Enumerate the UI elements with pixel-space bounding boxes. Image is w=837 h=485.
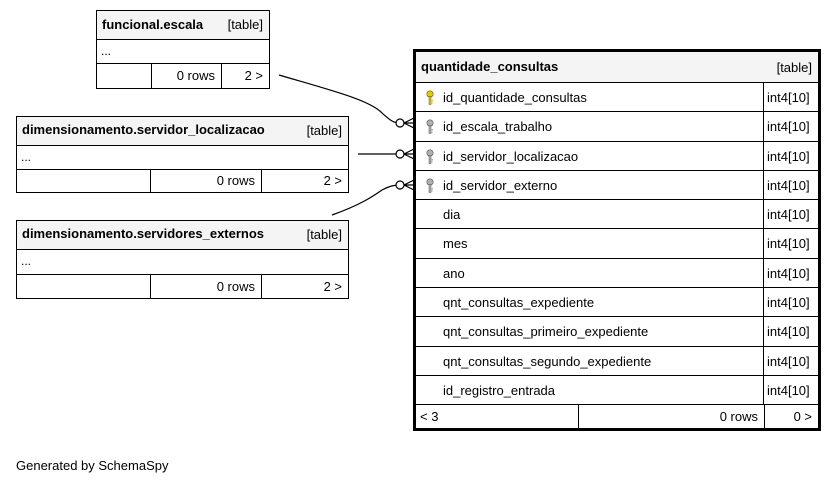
table-footer: 0 rows 2 > <box>97 64 269 88</box>
column-name: id_servidor_localizacao <box>443 148 579 164</box>
parents-link[interactable]: < 3 <box>420 409 439 425</box>
row-count: 0 rows <box>151 64 221 88</box>
column-type: int4[10] <box>763 200 818 229</box>
column-row[interactable]: ano int4[10] <box>416 258 818 289</box>
table-footer: 0 rows 2 > <box>17 170 348 192</box>
column-type: int4[10] <box>763 112 818 141</box>
primary-key-icon <box>426 90 434 105</box>
column-type: int4[10] <box>763 229 818 258</box>
table-kind: [table] <box>306 123 342 138</box>
relationship-line-escala <box>278 74 401 124</box>
table-quantidade-consultas[interactable]: quantidade_consultas [table] id_quantida… <box>413 49 821 431</box>
table-header: dimensionamento.servidor_localizacao [ta… <box>17 117 348 146</box>
row-count: 0 rows <box>578 405 764 430</box>
table-header: quantidade_consultas [table] <box>416 52 818 83</box>
crowfoot-escala <box>395 117 415 129</box>
column-name: id_servidor_externo <box>443 177 558 193</box>
parents-cell <box>17 170 150 192</box>
column-type: int4[10] <box>763 170 818 200</box>
column-type: int4[10] <box>763 375 818 405</box>
table-ellipsis: ... <box>17 250 348 275</box>
column-type: int4[10] <box>763 83 818 112</box>
foreign-key-icon <box>426 178 434 193</box>
column-name: ano <box>443 265 465 281</box>
foreign-key-icon <box>426 119 434 135</box>
column-row[interactable]: qnt_consultas_expediente int4[10] <box>416 288 818 318</box>
column-type: int4[10] <box>763 317 818 346</box>
table-kind: [table] <box>306 227 342 242</box>
table-funcional-escala[interactable]: funcional.escala [table] ... 0 rows 2 > <box>96 10 270 89</box>
column-type: int4[10] <box>763 346 818 375</box>
table-kind: [table] <box>776 60 812 75</box>
column-row[interactable]: id_servidor_localizacao int4[10] <box>416 141 818 171</box>
table-ellipsis: ... <box>17 146 348 170</box>
children-link[interactable]: 2 > <box>261 170 348 192</box>
column-name: id_escala_trabalho <box>443 119 553 135</box>
column-name: mes <box>443 236 468 252</box>
relationship-line-externos <box>331 184 401 216</box>
column-row[interactable]: id_registro_entrada int4[10] <box>416 375 818 406</box>
foreign-key-icon <box>426 149 434 164</box>
table-servidor-localizacao[interactable]: dimensionamento.servidor_localizacao [ta… <box>16 116 349 193</box>
column-name: dia <box>443 207 461 223</box>
table-name: funcional.escala <box>102 17 204 32</box>
table-name: dimensionamento.servidores_externos <box>22 226 265 241</box>
table-footer: < 3 0 rows 0 > <box>416 405 818 430</box>
column-type: int4[10] <box>763 141 818 170</box>
column-row[interactable]: id_escala_trabalho int4[10] <box>416 112 818 142</box>
column-row[interactable]: qnt_consultas_segundo_expediente int4[10] <box>416 346 818 376</box>
children-link[interactable]: 0 > <box>764 405 818 430</box>
crowfoot-localizacao <box>395 148 415 160</box>
parents-cell <box>97 64 151 88</box>
table-name: quantidade_consultas <box>421 59 559 74</box>
table-header: dimensionamento.servidores_externos [tab… <box>17 221 348 250</box>
column-name: qnt_consultas_segundo_expediente <box>443 353 652 369</box>
table-ellipsis: ... <box>97 40 269 64</box>
table-footer: 0 rows 2 > <box>17 275 348 298</box>
column-name: id_registro_entrada <box>443 382 556 398</box>
column-row[interactable]: id_servidor_externo int4[10] <box>416 170 818 201</box>
children-link[interactable]: 2 > <box>261 275 348 298</box>
column-row[interactable]: dia int4[10] <box>416 200 818 230</box>
table-kind: [table] <box>227 17 263 32</box>
row-count: 0 rows <box>150 275 261 298</box>
column-name: id_quantidade_consultas <box>443 90 587 105</box>
table-servidores-externos[interactable]: dimensionamento.servidores_externos [tab… <box>16 220 349 299</box>
children-link[interactable]: 2 > <box>221 64 269 88</box>
row-count: 0 rows <box>150 170 261 192</box>
table-name: dimensionamento.servidor_localizacao <box>22 122 265 137</box>
column-name: qnt_consultas_primeiro_expediente <box>443 324 649 340</box>
column-name: qnt_consultas_expediente <box>443 295 595 311</box>
column-row[interactable]: qnt_consultas_primeiro_expediente int4[10… <box>416 317 818 347</box>
column-type: int4[10] <box>763 288 818 317</box>
parents-cell <box>17 275 150 298</box>
table-header: funcional.escala [table] <box>97 11 269 40</box>
generated-by-label: Generated by SchemaSpy <box>16 458 169 473</box>
column-row[interactable]: mes int4[10] <box>416 229 818 259</box>
column-type: int4[10] <box>763 258 818 288</box>
crowfoot-externos <box>395 179 415 191</box>
column-row[interactable]: id_quantidade_consultas int4[10] <box>416 83 818 113</box>
